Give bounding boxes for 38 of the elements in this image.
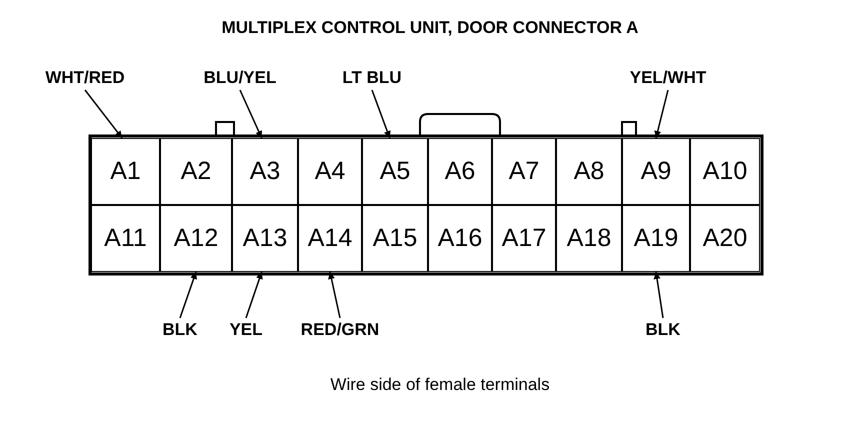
leader-arrow bbox=[371, 90, 391, 138]
terminal-cell: A4 bbox=[298, 138, 362, 205]
terminal-cell: A14 bbox=[298, 205, 362, 272]
terminal-cell: A5 bbox=[362, 138, 428, 205]
wire-color-label: BLK bbox=[162, 320, 198, 340]
terminal-cell: A6 bbox=[428, 138, 492, 205]
leader-arrow bbox=[245, 272, 263, 318]
terminal-cell: A8 bbox=[556, 138, 622, 205]
terminal-cell: A17 bbox=[492, 205, 556, 272]
wire-color-label: BLK bbox=[646, 320, 680, 340]
leader-arrow bbox=[179, 272, 197, 318]
wire-color-label: YEL bbox=[229, 320, 263, 340]
leader-arrow bbox=[654, 90, 669, 138]
leader-arrow bbox=[84, 90, 123, 138]
wire-color-label: WHT/RED bbox=[45, 68, 125, 88]
terminal-cell: A19 bbox=[622, 205, 690, 272]
wire-color-label: BLU/YEL bbox=[204, 68, 276, 88]
title: MULTIPLEX CONTROL UNIT, DOOR CONNECTOR A bbox=[222, 18, 638, 38]
wire-color-label: RED/GRN bbox=[300, 320, 380, 340]
terminal-cell: A9 bbox=[622, 138, 690, 205]
terminal-cell: A18 bbox=[556, 205, 622, 272]
terminal-cell: A12 bbox=[160, 205, 232, 272]
terminal-cell: A13 bbox=[232, 205, 298, 272]
leader-arrow bbox=[239, 90, 262, 138]
terminal-cell: A2 bbox=[160, 138, 232, 205]
terminal-cell: A7 bbox=[492, 138, 556, 205]
terminal-cell: A1 bbox=[91, 138, 160, 205]
caption: Wire side of female terminals bbox=[330, 375, 550, 395]
terminal-cell: A3 bbox=[232, 138, 298, 205]
terminal-cell: A10 bbox=[690, 138, 760, 205]
terminal-cell: A20 bbox=[690, 205, 760, 272]
terminal-cell: A16 bbox=[428, 205, 492, 272]
leader-arrow bbox=[328, 272, 341, 318]
terminal-cell: A11 bbox=[91, 205, 160, 272]
terminal-cell: A15 bbox=[362, 205, 428, 272]
wire-color-label: YEL/WHT bbox=[630, 68, 706, 88]
wire-color-label: LT BLU bbox=[342, 68, 402, 88]
leader-arrow bbox=[654, 272, 664, 318]
